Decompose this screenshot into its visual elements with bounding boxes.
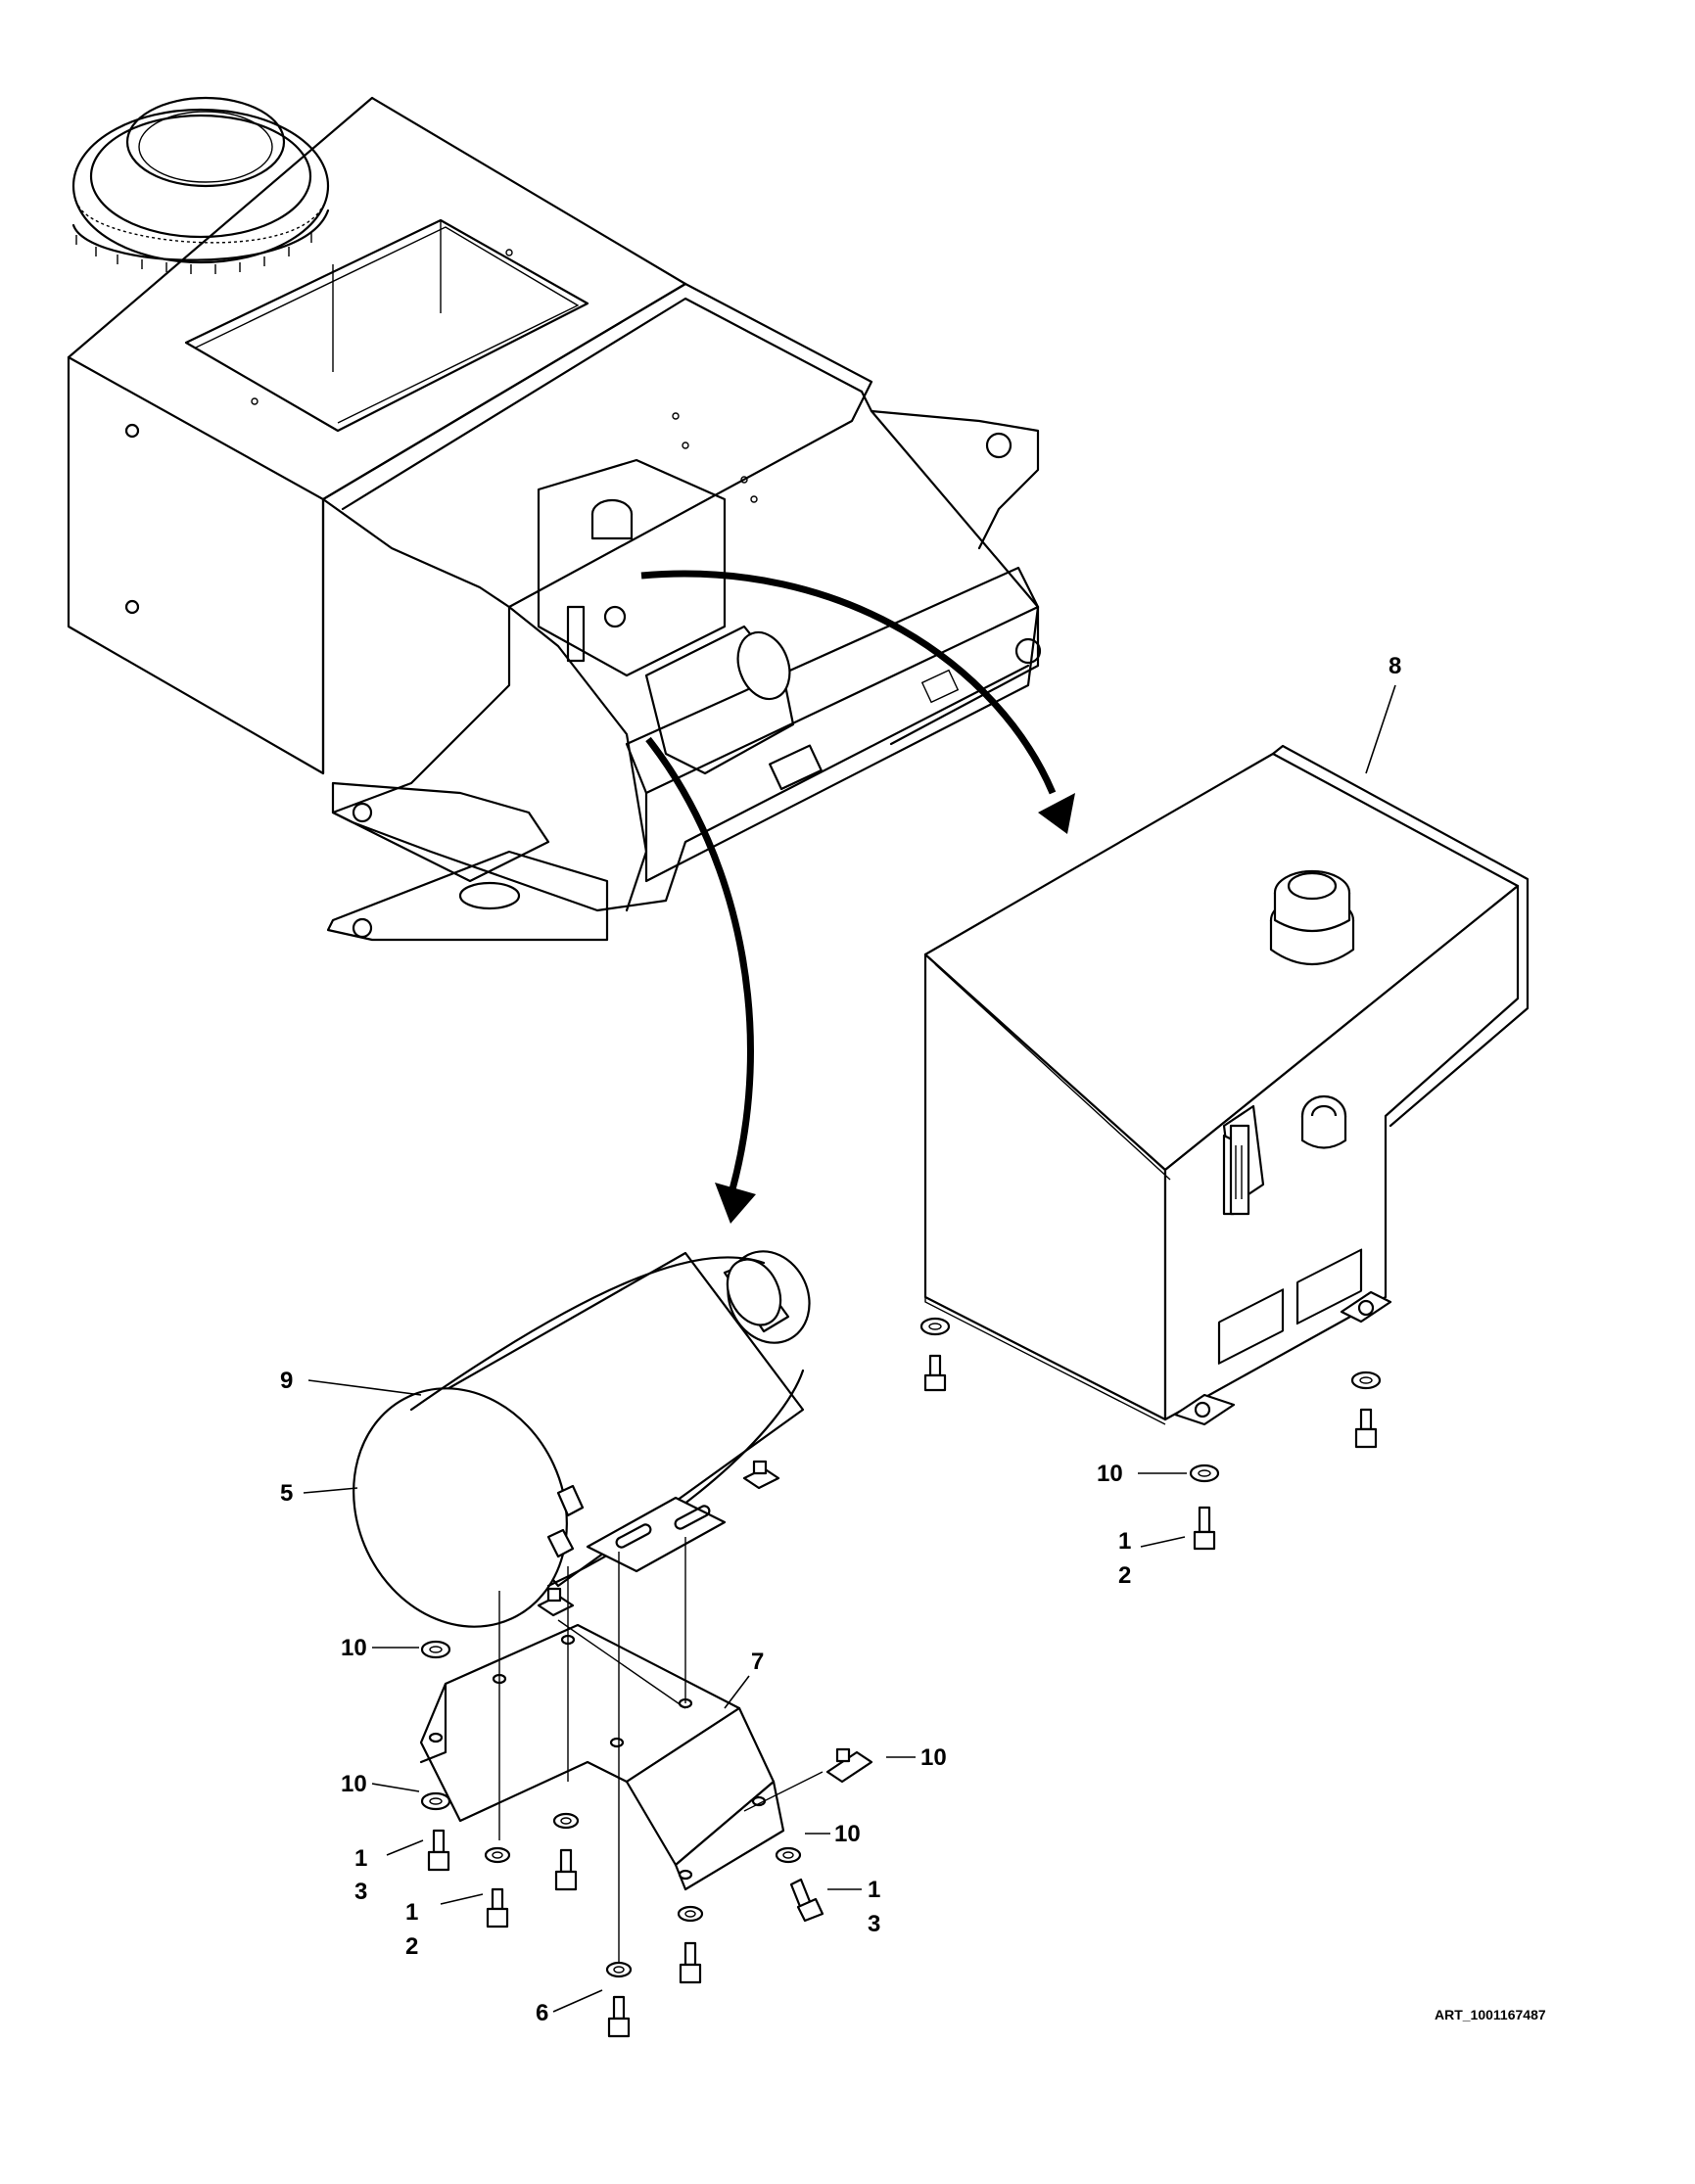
callout-7: 7 [751,1649,764,1675]
art-id: ART_1001167487 [1435,2007,1546,2022]
callout-leaders [303,684,1396,2013]
installation-arrows [640,570,1075,1224]
callout-labels: 8 9 5 7 6 10 1 2 10 10 10 10 1 3 1 2 1 3… [280,653,1546,2026]
air-cleaner [353,1250,811,1628]
callout-10-right-b: 10 [834,1821,861,1847]
callout-1-left-a: 1 [354,1845,367,1872]
callout-8: 8 [1389,653,1401,679]
callout-3-right: 3 [868,1911,880,1937]
mounting-bracket [419,1460,785,1891]
hydraulic-tank [923,744,1530,1426]
callout-6: 6 [536,2000,548,2026]
callout-10-left-a: 10 [341,1635,367,1661]
callout-3-left-a: 3 [354,1879,367,1905]
filler-cap [1269,869,1355,966]
callout-10-left-b: 10 [341,1771,367,1797]
assembly-lines [498,1537,824,1968]
callout-5: 5 [280,1480,293,1507]
callout-2-left-b: 2 [405,1933,418,1960]
callout-1-left-b: 1 [405,1899,418,1926]
callout-1-right: 1 [868,1877,880,1903]
bracket-hardware [420,1640,873,2038]
tank-hardware [919,1317,1382,1551]
callout-2-tank: 2 [1118,1562,1131,1589]
callout-10-tank: 10 [1097,1461,1123,1487]
frame-weldment [67,96,1042,942]
sight-gauge [1222,1104,1265,1216]
callout-1-tank: 1 [1118,1528,1131,1555]
slewing-ring [71,96,330,274]
callout-9: 9 [280,1368,293,1394]
callout-10-right-a: 10 [920,1744,947,1771]
